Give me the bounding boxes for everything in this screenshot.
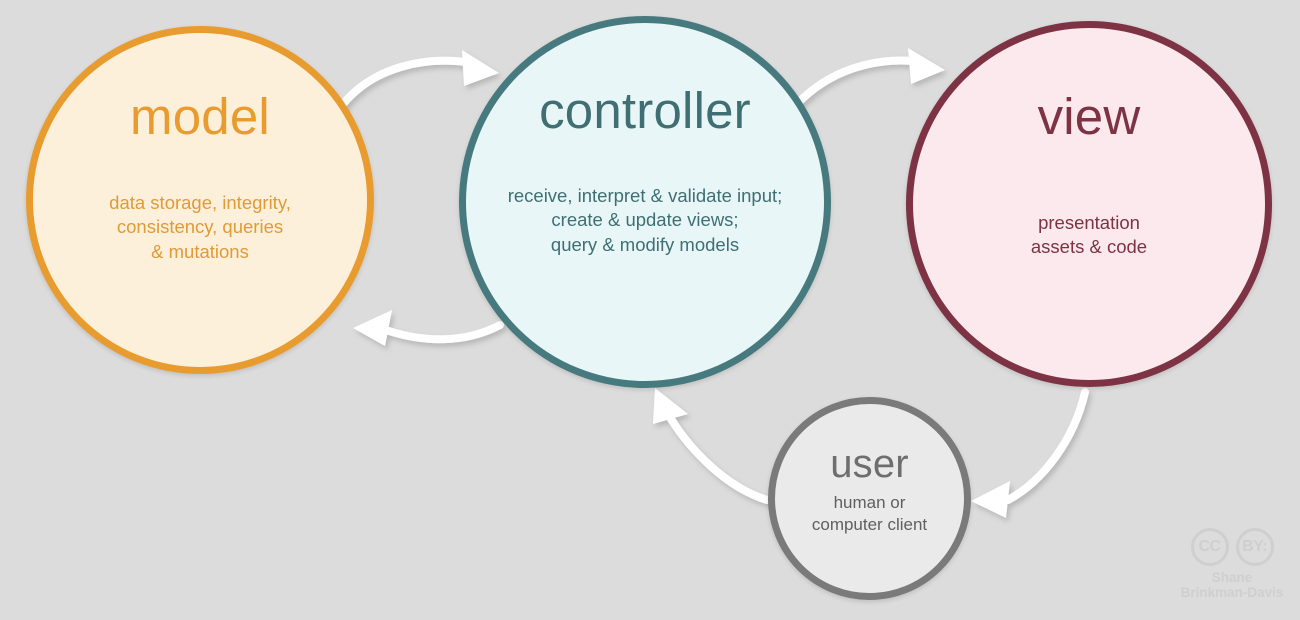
node-view-title: view bbox=[1037, 88, 1141, 145]
arrow-controller-to-view bbox=[792, 48, 945, 109]
arrow-user-to-controller bbox=[653, 388, 771, 504]
attribution-author-last: Brinkman-Davis bbox=[1180, 585, 1284, 601]
creative-commons-icon: CC bbox=[1190, 528, 1229, 566]
arrow-controller-to-model bbox=[353, 310, 504, 346]
attribution-by-icon: BY: bbox=[1235, 528, 1274, 566]
creative-commons-badges: CC BY: bbox=[1190, 528, 1274, 566]
node-model-description: data storage, integrity,consistency, que… bbox=[109, 192, 291, 262]
arrow-model-to-controller bbox=[339, 50, 499, 108]
arrow-view-to-user bbox=[971, 388, 1089, 518]
node-controller[interactable]: controller receive, interpret & validate… bbox=[459, 16, 831, 388]
attribution-author: Shane Brinkman-Davis bbox=[1181, 570, 1284, 600]
node-controller-description: receive, interpret & validate input;crea… bbox=[507, 185, 783, 255]
node-model-title: model bbox=[130, 88, 270, 145]
attribution-block: CC BY: Shane Brinkman-Davis bbox=[1176, 528, 1288, 600]
attribution-author-first: Shane bbox=[1211, 570, 1253, 585]
node-user-title: user bbox=[830, 442, 909, 486]
node-model[interactable]: model data storage, integrity,consistenc… bbox=[26, 26, 374, 374]
node-controller-title: controller bbox=[539, 82, 751, 139]
